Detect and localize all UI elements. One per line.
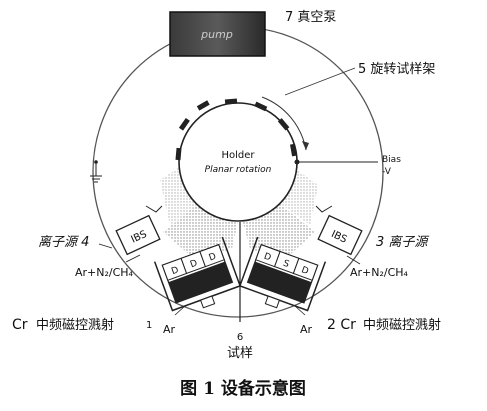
- ground-icon: [90, 162, 102, 183]
- sputter-right-prefix: 2 Cr: [327, 317, 356, 333]
- sputter-left-gas-arrow: [174, 305, 186, 316]
- sputter-left-letter-3: D: [208, 252, 218, 264]
- rotating-holder-label: 5 旋转试样架: [358, 62, 435, 77]
- sputter-right-letter-3: D: [300, 265, 310, 277]
- holder-leader-line: [284, 67, 356, 96]
- ion-source-right-gas-arrow: [346, 255, 361, 265]
- sample-label: 试样: [227, 346, 253, 361]
- sputter-right-label: 中频磁控溅射: [363, 317, 441, 333]
- bias-label-1: Bias: [382, 155, 401, 165]
- sputter-cathode-left: D D D: [153, 236, 242, 312]
- sample-number: 6: [237, 332, 243, 343]
- sputter-left-gas: Ar: [163, 323, 176, 336]
- ion-source-right-label: 3 离子源: [376, 234, 429, 250]
- ion-source-left-label: 离子源 4: [38, 234, 89, 250]
- ion-source-right-gas: Ar+N₂/CH₄: [350, 266, 409, 279]
- vacuum-pump: pump: [169, 11, 266, 57]
- ion-source-left-connector: [145, 205, 163, 213]
- sputter-right-gas-arrow: [294, 305, 306, 316]
- ion-source-right-connector: [315, 205, 333, 213]
- vacuum-pump-label: 7 真空泵: [285, 10, 336, 25]
- ground-contact: [94, 160, 98, 164]
- ion-source-left-leader: [98, 243, 113, 249]
- ion-source-left-gas: Ar+N₂/CH₄: [75, 266, 134, 279]
- figure-caption: 图 1 设备示意图: [180, 378, 306, 399]
- rotation-arrowhead: [302, 141, 309, 150]
- sputter-left-prefix: Cr: [12, 317, 28, 333]
- sputter-left-letter-1: D: [170, 265, 180, 277]
- holder-segments: [175, 98, 298, 161]
- sputter-left-label: 中频磁控溅射: [36, 317, 114, 333]
- sputter-right-letter-1: D: [262, 252, 272, 264]
- holder-subtitle: Planar rotation: [205, 165, 272, 175]
- sputter-cathode-right: D S D: [238, 236, 327, 312]
- ion-source-left: IBS: [115, 214, 161, 256]
- sputter-right-letter-2: S: [282, 259, 291, 270]
- sputter-right-gas: Ar: [300, 323, 313, 336]
- holder-title: Holder: [221, 150, 255, 161]
- sputter-left-letter-2: D: [189, 258, 199, 270]
- bias-label-2: -V: [382, 167, 392, 177]
- bias-contact: [294, 159, 300, 165]
- sputter-left-number: 1: [146, 320, 152, 331]
- pump-text: pump: [200, 28, 233, 41]
- ion-source-left-gas-arrow: [125, 254, 141, 263]
- ion-source-right: IBS: [317, 214, 363, 256]
